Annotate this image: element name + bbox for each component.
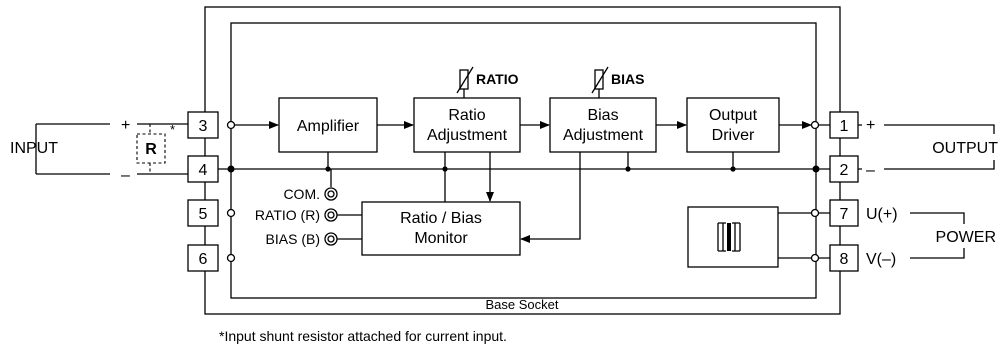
output-driver-block (686, 97, 780, 153)
shunt-wiring (149, 123, 188, 175)
ratio-pot-label: RATIO (476, 71, 519, 87)
amplifier-label: Amplifier (297, 118, 360, 135)
terminal-5-node (226, 208, 236, 218)
terminal-1 (829, 111, 859, 139)
ratio-adjustment-block (413, 97, 521, 153)
ratio-jack-label: RATIO (R) (255, 207, 320, 223)
output-driver-label-1: Output (709, 107, 758, 124)
transformer-icon (717, 222, 741, 252)
ratio-pot-icon (456, 66, 474, 98)
terminal-2-node (812, 165, 820, 173)
monitor-block (361, 201, 521, 256)
output-plus-wire (858, 124, 995, 134)
terminal-3-label: 3 (199, 118, 208, 135)
bias-jack (324, 232, 338, 246)
terminal-4-label: 4 (199, 162, 208, 179)
terminal-8-node (810, 253, 820, 263)
output-minus-sign: – (866, 162, 875, 179)
bias-adjustment-block (549, 97, 657, 153)
terminal-3 (187, 111, 219, 139)
terminal-1-node (810, 120, 820, 130)
junction-amplifier (325, 166, 331, 172)
bias-pot-icon (591, 66, 609, 98)
shunt-resistor-label: R (145, 141, 157, 158)
bias-adjustment-label-1: Bias (587, 107, 618, 124)
com-jack (324, 187, 338, 201)
amplifier-block (278, 97, 378, 153)
terminal-8 (829, 244, 859, 272)
shunt-resistor-box (136, 133, 166, 164)
monitor-label-1: Ratio / Bias (400, 210, 482, 227)
input-minus-sign: – (121, 167, 130, 184)
com-jack-label: COM. (283, 186, 320, 202)
terminal-5-label: 5 (199, 206, 208, 223)
ratio-jack (324, 208, 338, 222)
input-plus-sign: + (121, 117, 130, 134)
ratio-adjustment-label-1: Ratio (448, 107, 485, 124)
input-label: INPUT (10, 140, 58, 157)
power-v-wire (910, 248, 965, 259)
bias-jack-label: BIAS (B) (266, 231, 320, 247)
terminal-3-node (226, 120, 236, 130)
terminal-6-node (226, 253, 236, 263)
terminal-5 (187, 199, 219, 227)
terminal-2 (829, 155, 859, 183)
terminal-6 (187, 244, 219, 272)
junction-bias (625, 166, 631, 172)
power-supply-block (687, 206, 779, 268)
terminal-6-label: 6 (199, 251, 208, 268)
power-label: POWER (936, 229, 996, 246)
output-minus-wire (858, 160, 995, 170)
terminal-7-label: 7 (840, 206, 849, 223)
terminal-8-label: 8 (840, 251, 849, 268)
output-label: OUTPUT (932, 140, 998, 157)
module-frame (230, 22, 817, 299)
bias-pot-label: BIAS (611, 71, 644, 87)
monitor-label-2: Monitor (414, 230, 468, 247)
output-plus-sign: + (866, 117, 875, 134)
shunt-asterisk: * (170, 122, 175, 137)
terminal-2-label: 2 (840, 162, 849, 179)
bias-adjustment-label-2: Adjustment (563, 127, 644, 144)
right-terminal-stubs (818, 124, 830, 259)
terminal-1-label: 1 (840, 118, 849, 135)
bias-to-monitor (520, 152, 581, 243)
base-socket-label: Base Socket (486, 297, 559, 312)
ratio-adjustment-label-2: Adjustment (427, 127, 508, 144)
output-driver-label-2: Driver (712, 127, 755, 144)
footnote: *Input shunt resistor attached for curre… (219, 328, 507, 344)
junction-driver (730, 166, 736, 172)
base-socket-frame (204, 6, 841, 315)
power-u-wire (910, 212, 965, 224)
power-u-label: U(+) (866, 206, 898, 223)
terminal-7-node (810, 208, 820, 218)
power-v-label: V(–) (866, 251, 896, 268)
